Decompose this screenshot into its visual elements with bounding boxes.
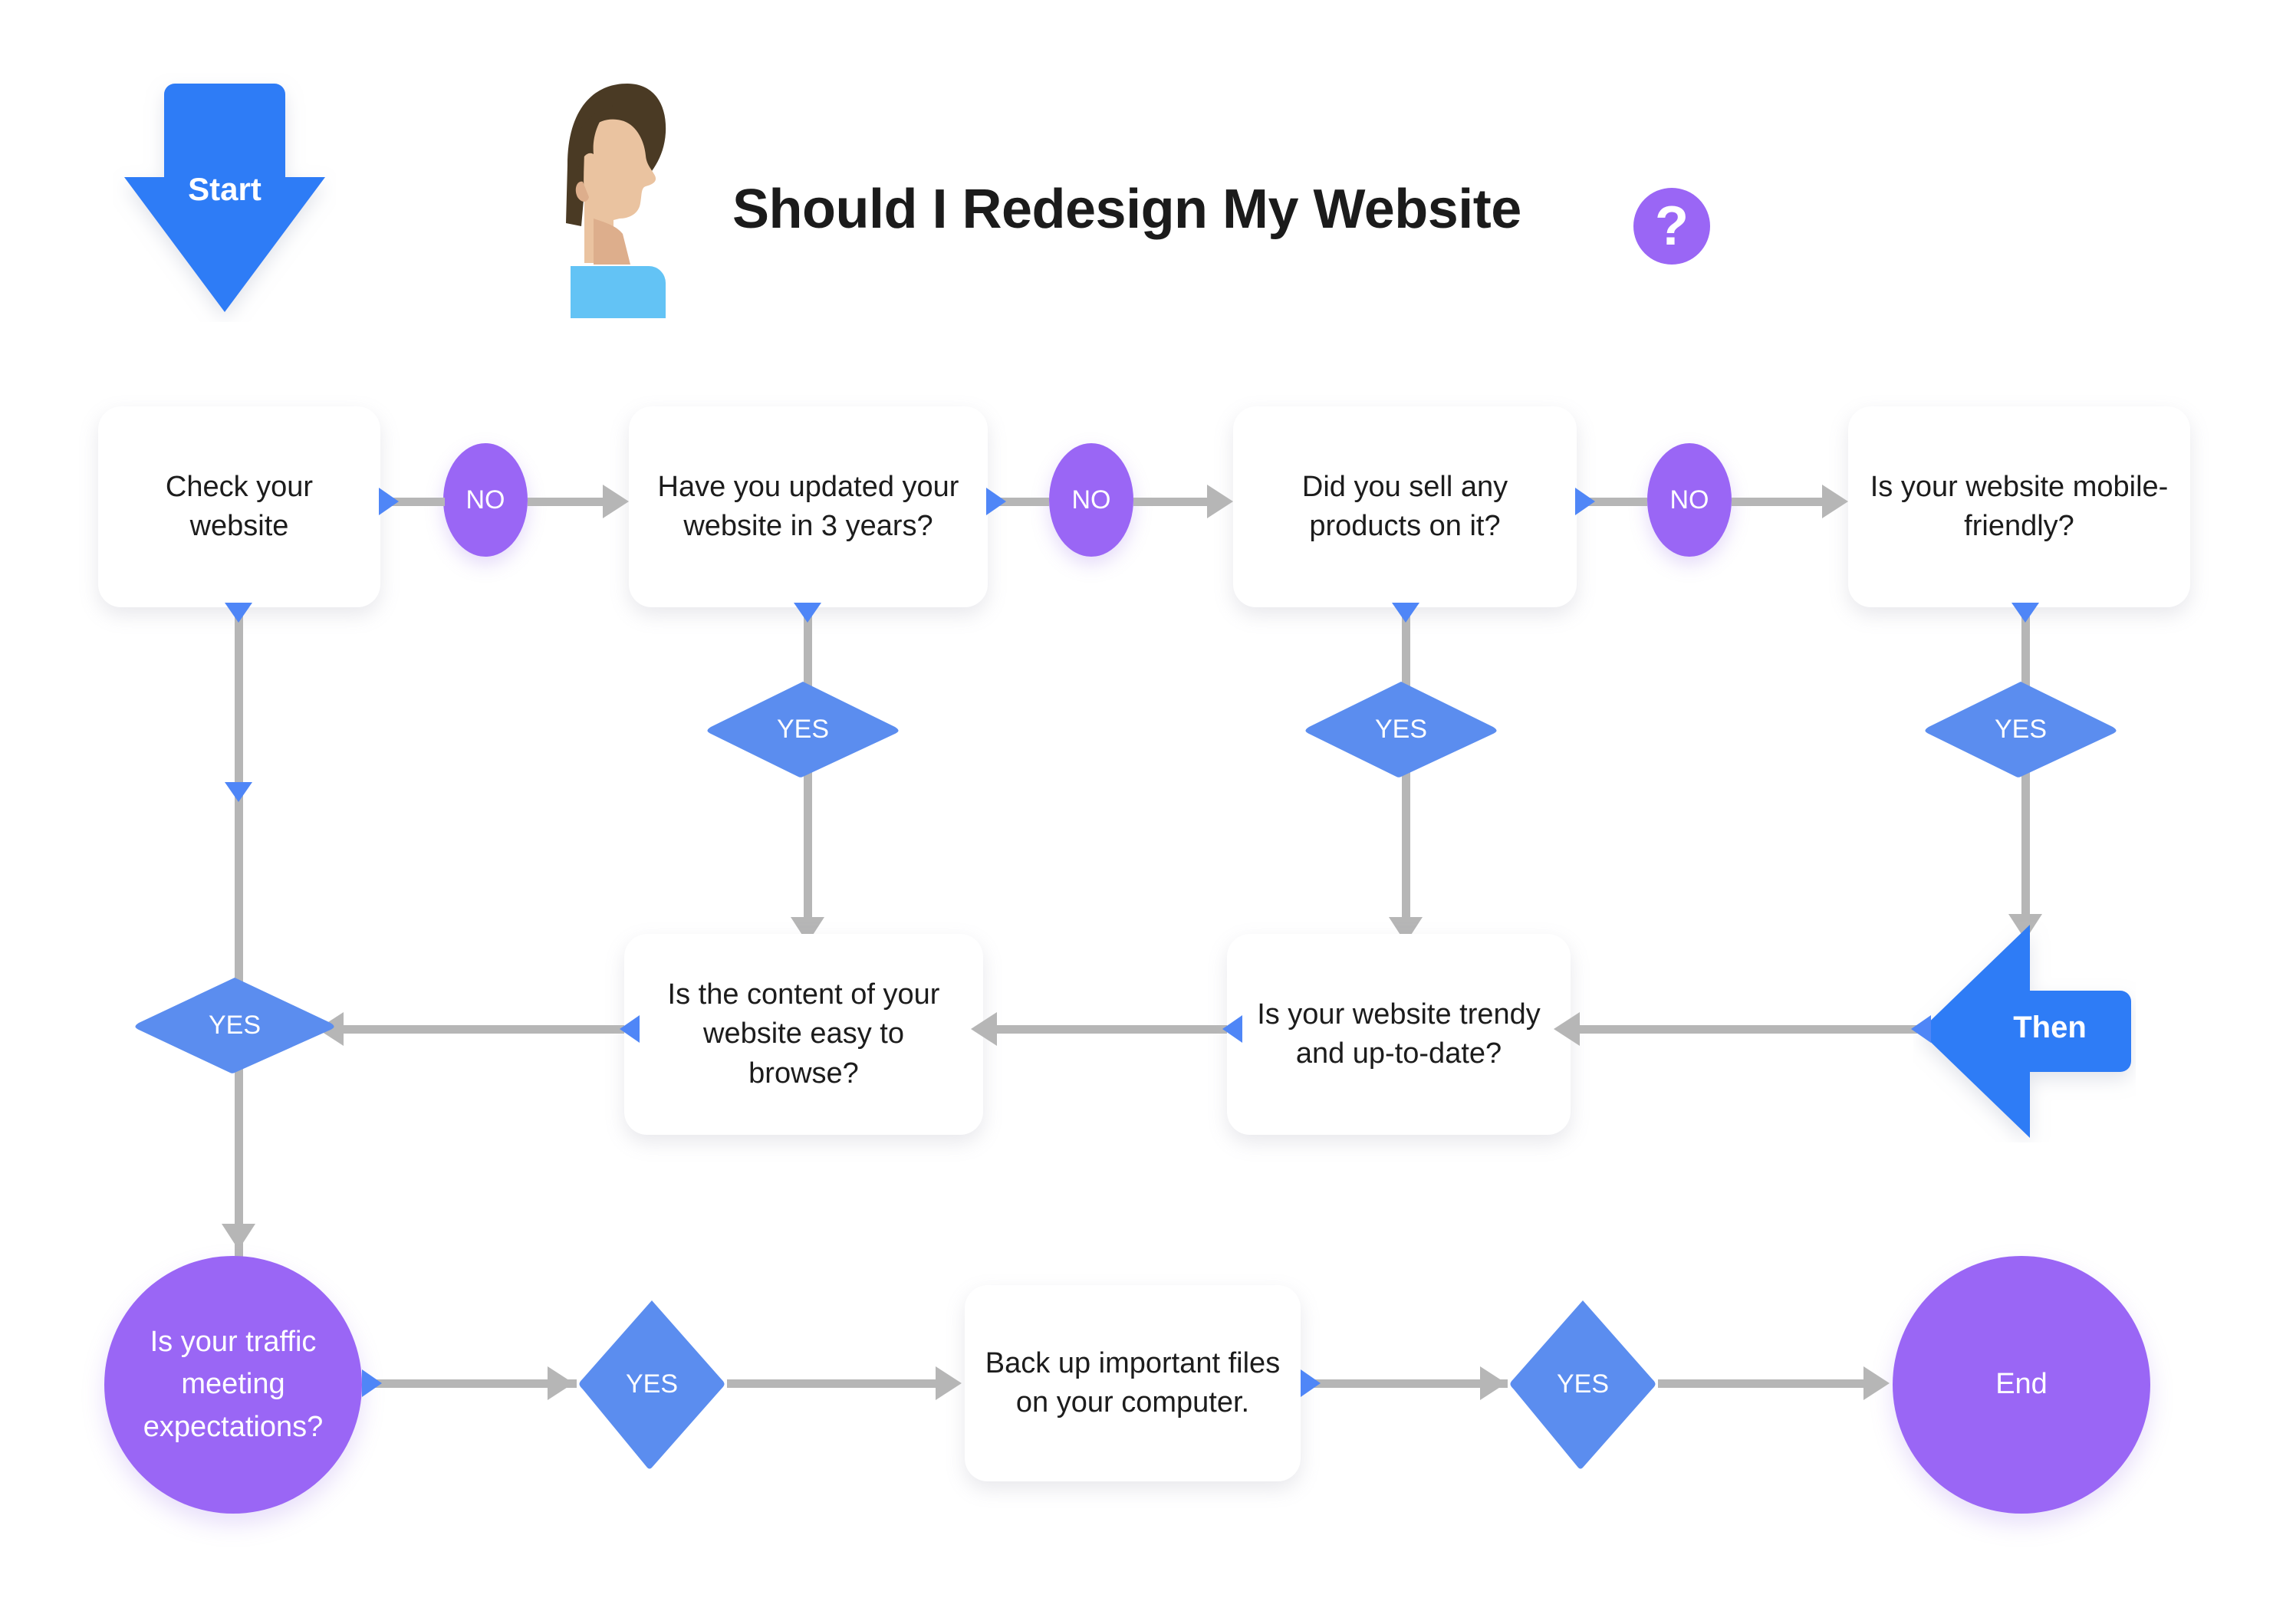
decision-label: YES bbox=[776, 714, 830, 744]
decision-label: NO bbox=[465, 485, 505, 514]
decision-label: YES bbox=[625, 1369, 679, 1399]
diamond-shape bbox=[135, 978, 334, 1073]
node-label: Is your website trendy and up-to-date? bbox=[1257, 998, 1541, 1070]
decision-yes-4[interactable]: YES bbox=[132, 975, 337, 1075]
node-mobile-friendly[interactable]: Is your website mobile-friendly? bbox=[1848, 406, 2190, 607]
start-arrow-icon bbox=[124, 84, 325, 312]
decision-yes-5[interactable]: YES bbox=[577, 1297, 727, 1471]
connector-source-arrow-icon bbox=[986, 488, 1006, 515]
connector-arrowhead-icon bbox=[603, 485, 629, 518]
connector-line bbox=[344, 1025, 624, 1034]
connector-line bbox=[1133, 498, 1207, 506]
connector-line bbox=[1732, 498, 1822, 506]
connector-source-arrow-icon bbox=[1301, 1369, 1321, 1397]
diamond-shape bbox=[1925, 682, 2117, 777]
connector-source-arrow-icon bbox=[1222, 1015, 1242, 1043]
then-arrow-icon bbox=[1919, 925, 2131, 1138]
node-check-your-website[interactable]: Check your website bbox=[98, 406, 380, 607]
node-label: Did you sell any products on it? bbox=[1301, 470, 1508, 542]
diamond-shape bbox=[1510, 1300, 1656, 1469]
node-trendy-up-to-date[interactable]: Is your website trendy and up-to-date? bbox=[1227, 934, 1571, 1135]
connector-line bbox=[1304, 1379, 1508, 1388]
connector-source-arrow-icon bbox=[362, 1369, 382, 1397]
connector-line bbox=[1658, 1379, 1863, 1388]
node-sell-any-products[interactable]: Did you sell any products on it? bbox=[1233, 406, 1577, 607]
connector-arrowhead-icon bbox=[1480, 1366, 1506, 1400]
decision-label: YES bbox=[1994, 714, 2048, 744]
connector-line bbox=[1580, 1025, 1917, 1034]
node-back-up-files[interactable]: Back up important files on your computer… bbox=[965, 1285, 1301, 1481]
connector-source-arrow-icon bbox=[1392, 603, 1419, 623]
start-terminator[interactable]: Start bbox=[113, 73, 336, 322]
connector-line bbox=[988, 498, 1049, 506]
connector-source-arrow-icon bbox=[379, 488, 399, 515]
node-label: Is the content of your website easy to b… bbox=[667, 978, 940, 1090]
start-label: Start bbox=[188, 171, 262, 207]
node-label: Back up important files on your computer… bbox=[985, 1346, 1281, 1419]
page-title: Should I Redesign My Website bbox=[732, 179, 1521, 240]
connector-line bbox=[235, 607, 243, 1268]
connector-source-arrow-icon bbox=[225, 603, 252, 623]
connector-arrowhead-icon bbox=[548, 1366, 574, 1400]
node-updated-in-3-years[interactable]: Have you updated your website in 3 years… bbox=[629, 406, 988, 607]
node-end[interactable]: End bbox=[1893, 1256, 2150, 1514]
connector-source-arrow-icon bbox=[2011, 603, 2039, 623]
connector-arrowhead-icon bbox=[936, 1366, 962, 1400]
connector-line bbox=[528, 498, 603, 506]
connector-source-arrow-icon bbox=[794, 603, 821, 623]
decision-label: NO bbox=[1669, 485, 1709, 514]
diamond-shape bbox=[707, 682, 899, 777]
then-terminator[interactable]: Then bbox=[1913, 920, 2136, 1142]
node-traffic-meeting-expectations[interactable]: Is your traffic meeting expectations? bbox=[104, 1256, 362, 1514]
decision-no-2[interactable]: NO bbox=[1049, 443, 1133, 557]
connector-line bbox=[997, 1025, 1227, 1034]
decision-label: YES bbox=[208, 1010, 262, 1040]
connector-arrowhead-icon bbox=[1822, 485, 1848, 518]
connector-line bbox=[1577, 498, 1647, 506]
node-content-easy-to-browse[interactable]: Is the content of your website easy to b… bbox=[624, 934, 983, 1135]
connector-arrowhead-icon bbox=[1863, 1366, 1890, 1400]
connector-arrowhead-icon bbox=[971, 1012, 997, 1046]
connector-arrowhead-icon bbox=[1207, 485, 1233, 518]
node-label: Have you updated your website in 3 years… bbox=[657, 470, 959, 542]
question-mark-icon: ? bbox=[1633, 188, 1710, 265]
decision-yes-3[interactable]: YES bbox=[1922, 679, 2120, 779]
connector-line bbox=[363, 1379, 577, 1388]
decision-yes-1[interactable]: YES bbox=[704, 679, 902, 779]
connector-line bbox=[727, 1379, 936, 1388]
decision-no-3[interactable]: NO bbox=[1647, 443, 1732, 557]
decision-label: NO bbox=[1071, 485, 1111, 514]
node-label: Is your website mobile-friendly? bbox=[1870, 470, 2169, 542]
then-label: Then bbox=[2013, 1011, 2087, 1044]
man-profile-illustration bbox=[537, 73, 683, 318]
connector-source-arrow-icon bbox=[620, 1015, 640, 1043]
connector-arrowhead-icon bbox=[1554, 1012, 1580, 1046]
connector-source-arrow-icon bbox=[1911, 1015, 1931, 1043]
connector-line bbox=[380, 498, 445, 506]
decision-label: YES bbox=[1374, 714, 1428, 744]
diamond-shape bbox=[579, 1300, 725, 1469]
decision-yes-2[interactable]: YES bbox=[1302, 679, 1500, 779]
decision-no-1[interactable]: NO bbox=[443, 443, 528, 557]
decision-yes-6[interactable]: YES bbox=[1508, 1297, 1658, 1471]
node-label: Is your traffic meeting expectations? bbox=[143, 1326, 324, 1443]
connector-source-arrow-icon bbox=[1575, 488, 1595, 515]
diamond-shape bbox=[1305, 682, 1497, 777]
decision-label: YES bbox=[1556, 1369, 1610, 1399]
node-label: End bbox=[1995, 1368, 2048, 1401]
connector-midpoint-arrow-icon bbox=[225, 782, 252, 802]
connector-arrowhead-icon bbox=[222, 1224, 255, 1250]
node-label: Check your website bbox=[165, 470, 314, 542]
